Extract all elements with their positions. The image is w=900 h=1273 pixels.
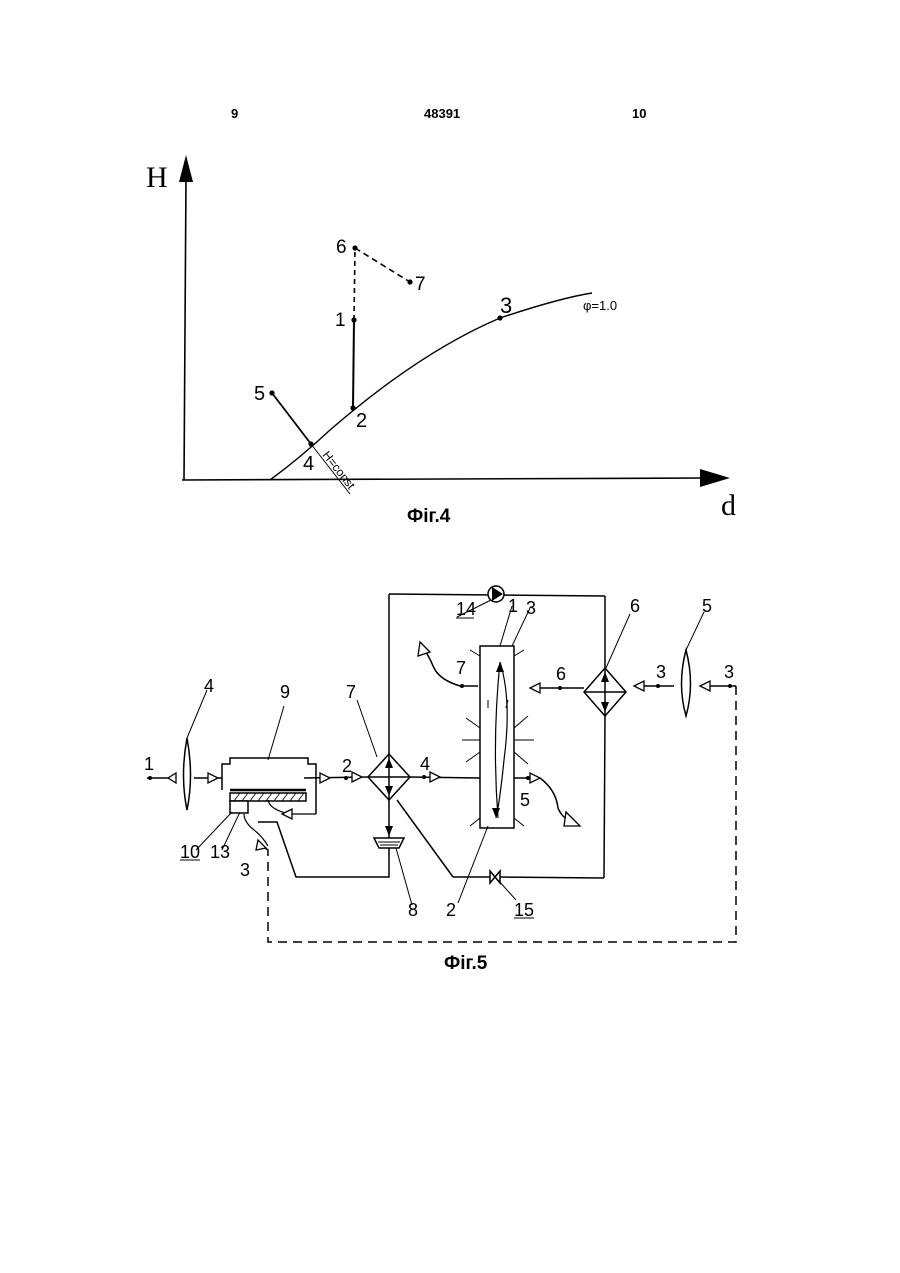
fig4-caption: Фіг.4 <box>407 506 450 528</box>
dashed-1-6 <box>354 248 355 320</box>
point-6 <box>352 245 357 250</box>
saturation-curve <box>270 293 592 480</box>
label-6: 6 <box>336 237 347 258</box>
point-2 <box>350 405 355 410</box>
d-axis-line <box>182 478 705 480</box>
point-1 <box>351 317 356 322</box>
d-axis-arrow <box>700 469 730 487</box>
label-4: 4 <box>303 453 314 475</box>
h-axis-label: H <box>146 161 168 194</box>
phi-label: φ=1.0 <box>583 298 617 313</box>
h-axis-line <box>184 178 186 480</box>
d-axis-label: d <box>721 489 736 522</box>
h-const-label: H=const <box>320 448 359 492</box>
label-2: 2 <box>356 410 367 432</box>
h-axis-arrow <box>179 155 193 182</box>
fig5-caption: Фіг.5 <box>444 953 487 975</box>
label-7: 7 <box>415 274 426 295</box>
label-3: 3 <box>500 293 512 318</box>
point-5 <box>269 390 274 395</box>
process-2-1 <box>353 320 354 408</box>
dashed-6-7 <box>355 248 410 282</box>
label-5: 5 <box>254 383 265 405</box>
process-5-4 <box>272 393 311 444</box>
point-4 <box>308 441 313 446</box>
label-1: 1 <box>335 310 346 331</box>
point-7 <box>407 279 412 284</box>
